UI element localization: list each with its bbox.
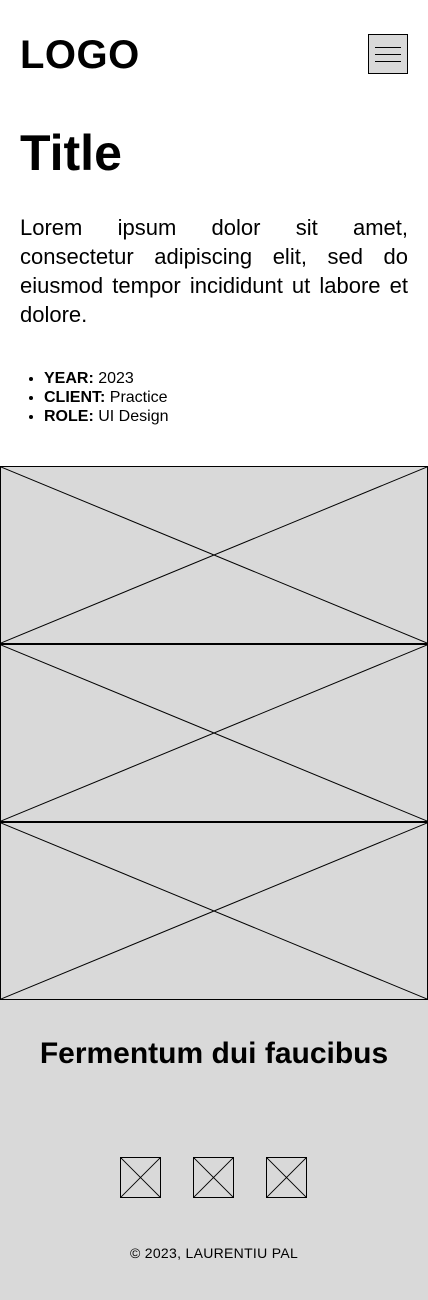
detail-value: 2023 (98, 370, 134, 387)
social-icon-placeholder[interactable] (193, 1157, 234, 1198)
menu-line (375, 47, 401, 48)
image-placeholder (0, 644, 428, 822)
hamburger-menu-icon[interactable] (368, 34, 408, 74)
detail-client: CLIENT: Practice (44, 388, 168, 407)
social-icon-placeholder[interactable] (120, 1157, 161, 1198)
project-description: Lorem ipsum dolor sit amet, consectetur … (20, 215, 408, 327)
detail-year: YEAR: 2023 (44, 369, 168, 388)
footer-title: Fermentum dui faucibus (39, 1037, 389, 1070)
detail-label: CLIENT: (44, 389, 106, 406)
copyright-text: © 2023, LAURENTIU PAL (129, 1245, 299, 1261)
footer: Fermentum dui faucibus © 2023, LAURENTIU… (0, 1000, 428, 1300)
project-details: YEAR: 2023 CLIENT: Practice ROLE: UI Des… (44, 369, 168, 426)
image-placeholder (0, 466, 428, 644)
detail-label: YEAR: (44, 370, 94, 387)
detail-value: UI Design (98, 408, 169, 425)
detail-label: ROLE: (44, 408, 94, 425)
menu-line (375, 54, 401, 55)
menu-line (375, 61, 401, 62)
logo[interactable]: LOGO (20, 33, 140, 77)
page-title: Title (20, 125, 122, 181)
header: LOGO (0, 0, 428, 110)
detail-value: Practice (109, 389, 168, 406)
detail-role: ROLE: UI Design (44, 407, 168, 426)
social-icon-placeholder[interactable] (266, 1157, 307, 1198)
image-placeholder (0, 822, 428, 1000)
